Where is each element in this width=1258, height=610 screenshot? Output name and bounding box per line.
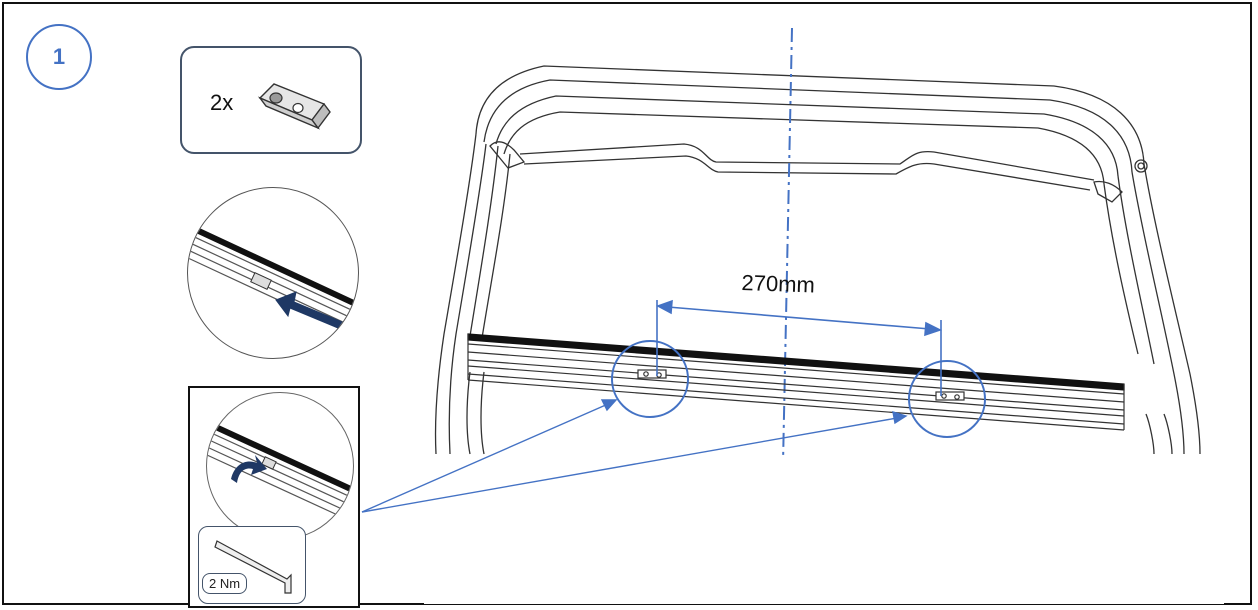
allen-key-box: 2 Nm [198, 526, 306, 604]
allen-key-icon [214, 540, 292, 594]
highlight-circle-left [611, 340, 689, 418]
parts-box: 2x [180, 46, 362, 154]
tighten-tool-panel: 2 Nm [188, 386, 360, 608]
step-number-badge: 1 [26, 24, 92, 90]
windshield-frame [434, 65, 1201, 455]
torque-value: 2 Nm [202, 573, 248, 594]
slot-nut-icon [257, 83, 331, 130]
tighten-detail [206, 392, 354, 540]
parts-quantity: 2x [210, 90, 234, 115]
insert-nut-detail [187, 187, 359, 359]
push-arrow-icon [275, 291, 343, 329]
dimension-line [656, 299, 943, 396]
leader-arrows [361, 399, 908, 513]
rotate-arrow-icon [231, 455, 267, 483]
dimension-label: 270mm [741, 270, 816, 298]
center-axis [781, 27, 793, 513]
highlight-circle-right [908, 360, 986, 438]
assembly-drawing [361, 27, 1224, 604]
insert-nut-drawing [188, 223, 358, 338]
tighten-drawing [207, 420, 353, 523]
mounting-rail [467, 333, 1125, 431]
